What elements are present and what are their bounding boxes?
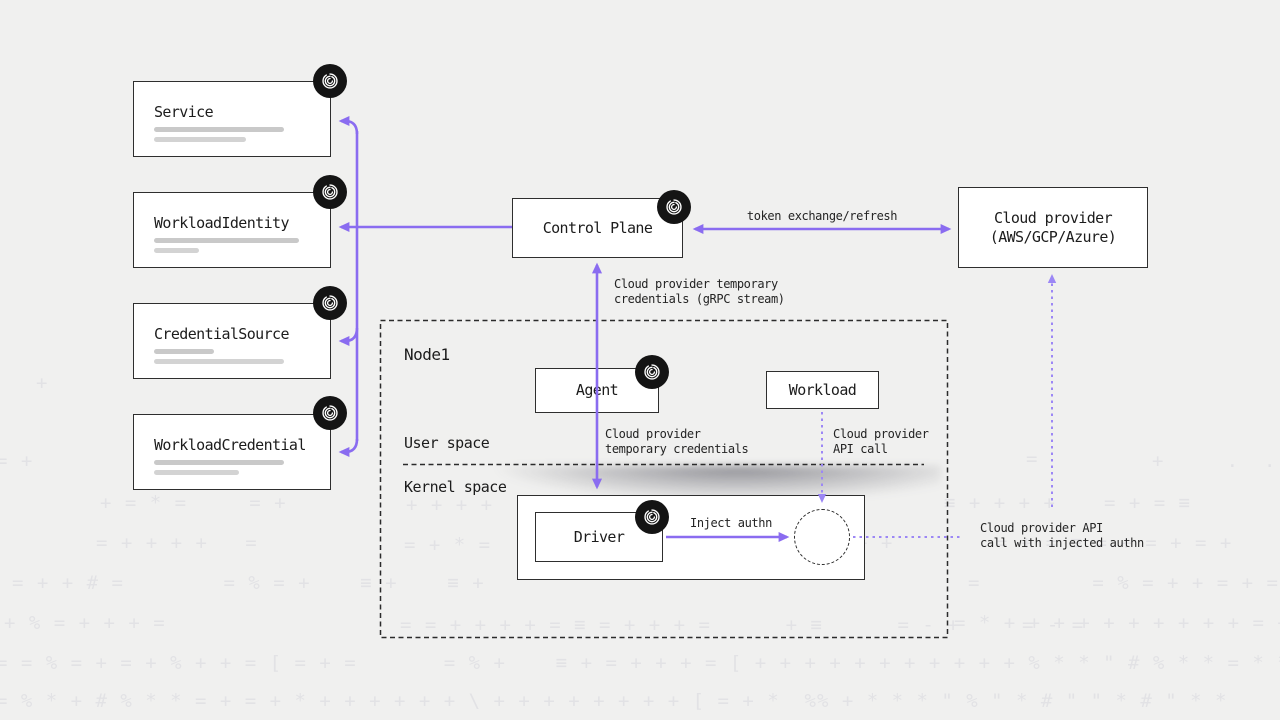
arrow-to-workload-credential [338,438,359,458]
texture-glyph-row: = + + # = = % = + ≡ + ≡ + [12,572,485,594]
redacted-text-line [154,127,284,132]
fingerprint-spiral-icon [635,355,669,389]
workload-api-call-label: Cloud provider API call [833,427,929,456]
texture-glyph-row: = * + + + + + + + + + + = + = + + [954,612,1280,634]
control-plane-title: Control Plane [542,218,653,237]
credential-source-box: CredentialSource [133,303,331,379]
workload-box: Workload [766,371,879,409]
redacted-text-line [154,238,299,243]
driver-title: Driver [573,527,625,546]
texture-glyph-row: = + = ≡ = + = + = + [996,532,1233,554]
kernel-space-label: Kernel space [404,478,507,496]
redacted-text-line [154,349,214,354]
token-exchange-label: token exchange/refresh [746,209,898,223]
cloud-provider-box: Cloud provider (AWS/GCP/Azure) [958,187,1148,268]
syscall-interception-circle [794,509,850,565]
control-plane-box: Control Plane [512,198,683,258]
cloud-provider-title: Cloud provider (AWS/GCP/Azure) [989,208,1117,246]
fingerprint-spiral-icon [313,286,347,320]
texture-glyph-row: + % = + + + = [4,612,166,634]
redacted-text-line [154,137,246,142]
agent-title: Agent [575,381,619,399]
service-box: Service [133,81,331,157]
texture-glyph-row: = + + + + = [96,532,258,554]
texture-glyph-row: = + [0,450,34,472]
workload-identity-title: WorkloadIdentity [154,214,290,232]
redacted-text-line [154,460,284,465]
workload-credential-title: WorkloadCredential [154,436,306,454]
fingerprint-spiral-icon [313,64,347,98]
texture-glyph-row: = + = ≡ [1104,492,1192,514]
texture-glyph-row: = + * = [404,534,492,556]
texture-glyph-row: ≡ + + + + [944,492,1056,514]
fingerprint-spiral-icon [635,500,669,534]
inject-authn-label: Inject authn [690,516,772,530]
node1-label: Node1 [404,345,450,364]
fingerprint-spiral-icon [313,396,347,430]
arrow-to-service [338,115,359,135]
texture-glyph-row: = = % = + + = + = + = [968,572,1279,594]
texture-glyph-row: + . . + [1152,450,1277,472]
texture-glyph-row: = [1026,448,1039,470]
workload-title: Workload [788,380,857,399]
redacted-text-line [154,359,284,364]
fingerprint-spiral-icon [657,190,691,224]
texture-glyph-row: + + + + [406,494,494,516]
texture-glyph-row: + = * = = + [100,492,287,514]
credential-source-title: CredentialSource [154,325,290,343]
texture-glyph-row: = % * + # % * * = + = + * + + + + + + \ … [0,690,1228,712]
fingerprint-spiral-icon [313,175,347,209]
grpc-stream-label: Cloud provider temporary credentials (gR… [614,277,785,306]
agent-credentials-label: Cloud provider temporary credentials [605,427,749,456]
texture-glyph-row: + [36,372,49,394]
arrow-to-credential-source [338,327,359,347]
workload-credential-box: WorkloadCredential [133,414,331,490]
user-space-label: User space [404,434,490,452]
redacted-text-line [154,248,199,253]
texture-glyph-row: = = % = + = + % + + = [ = + = = % + ≡ + … [0,652,1280,674]
injected-authn-label: Cloud provider API call with injected au… [980,521,1144,550]
redacted-text-line [154,470,239,475]
service-title: Service [154,103,214,121]
workload-identity-box: WorkloadIdentity [133,192,331,268]
